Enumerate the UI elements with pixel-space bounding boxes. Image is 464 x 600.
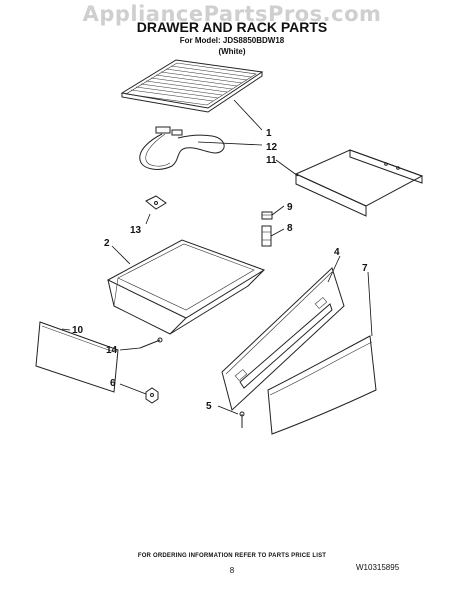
ordering-note: FOR ORDERING INFORMATION REFER TO PARTS … bbox=[137, 553, 327, 559]
model-line: For Model: JDS8850BDW18 bbox=[179, 36, 285, 45]
callout-8: 8 bbox=[287, 223, 293, 234]
watermark: AppliancePartsPros.com bbox=[82, 2, 382, 26]
drawer-front-part bbox=[221, 267, 345, 411]
document-code: W10315895 bbox=[356, 563, 400, 572]
oven-rack-part bbox=[120, 59, 264, 113]
drawer-slide-part bbox=[294, 149, 424, 217]
color-line: (White) bbox=[218, 47, 246, 56]
roller-part bbox=[261, 225, 272, 247]
callout-6: 6 bbox=[110, 378, 116, 389]
heating-element-part bbox=[139, 126, 225, 170]
nut-part bbox=[145, 387, 159, 404]
pin-part bbox=[139, 337, 163, 349]
page-number: 8 bbox=[229, 566, 235, 575]
callout-4: 4 bbox=[334, 247, 340, 258]
screw-part bbox=[239, 411, 245, 428]
callout-12: 12 bbox=[266, 142, 278, 153]
page-title: DRAWER AND RACK PARTS bbox=[136, 19, 328, 35]
leader-lines bbox=[61, 99, 373, 415]
callout-13: 13 bbox=[130, 225, 142, 236]
callout-11: 11 bbox=[266, 155, 277, 166]
outer-panel-part bbox=[267, 335, 377, 435]
callout-14: 14 bbox=[106, 345, 118, 356]
callout-2: 2 bbox=[104, 238, 110, 249]
drawer-pan-part bbox=[106, 239, 266, 335]
back-panel-part bbox=[35, 321, 119, 393]
clip-part bbox=[145, 195, 167, 210]
callout-7: 7 bbox=[362, 263, 368, 274]
callout-10: 10 bbox=[72, 325, 84, 336]
callout-labels: 1 12 11 9 8 13 2 4 7 10 14 6 5 bbox=[72, 128, 368, 412]
callout-1: 1 bbox=[266, 128, 272, 139]
callout-9: 9 bbox=[287, 202, 293, 213]
callout-5: 5 bbox=[206, 401, 212, 412]
bumper-part bbox=[261, 211, 273, 220]
